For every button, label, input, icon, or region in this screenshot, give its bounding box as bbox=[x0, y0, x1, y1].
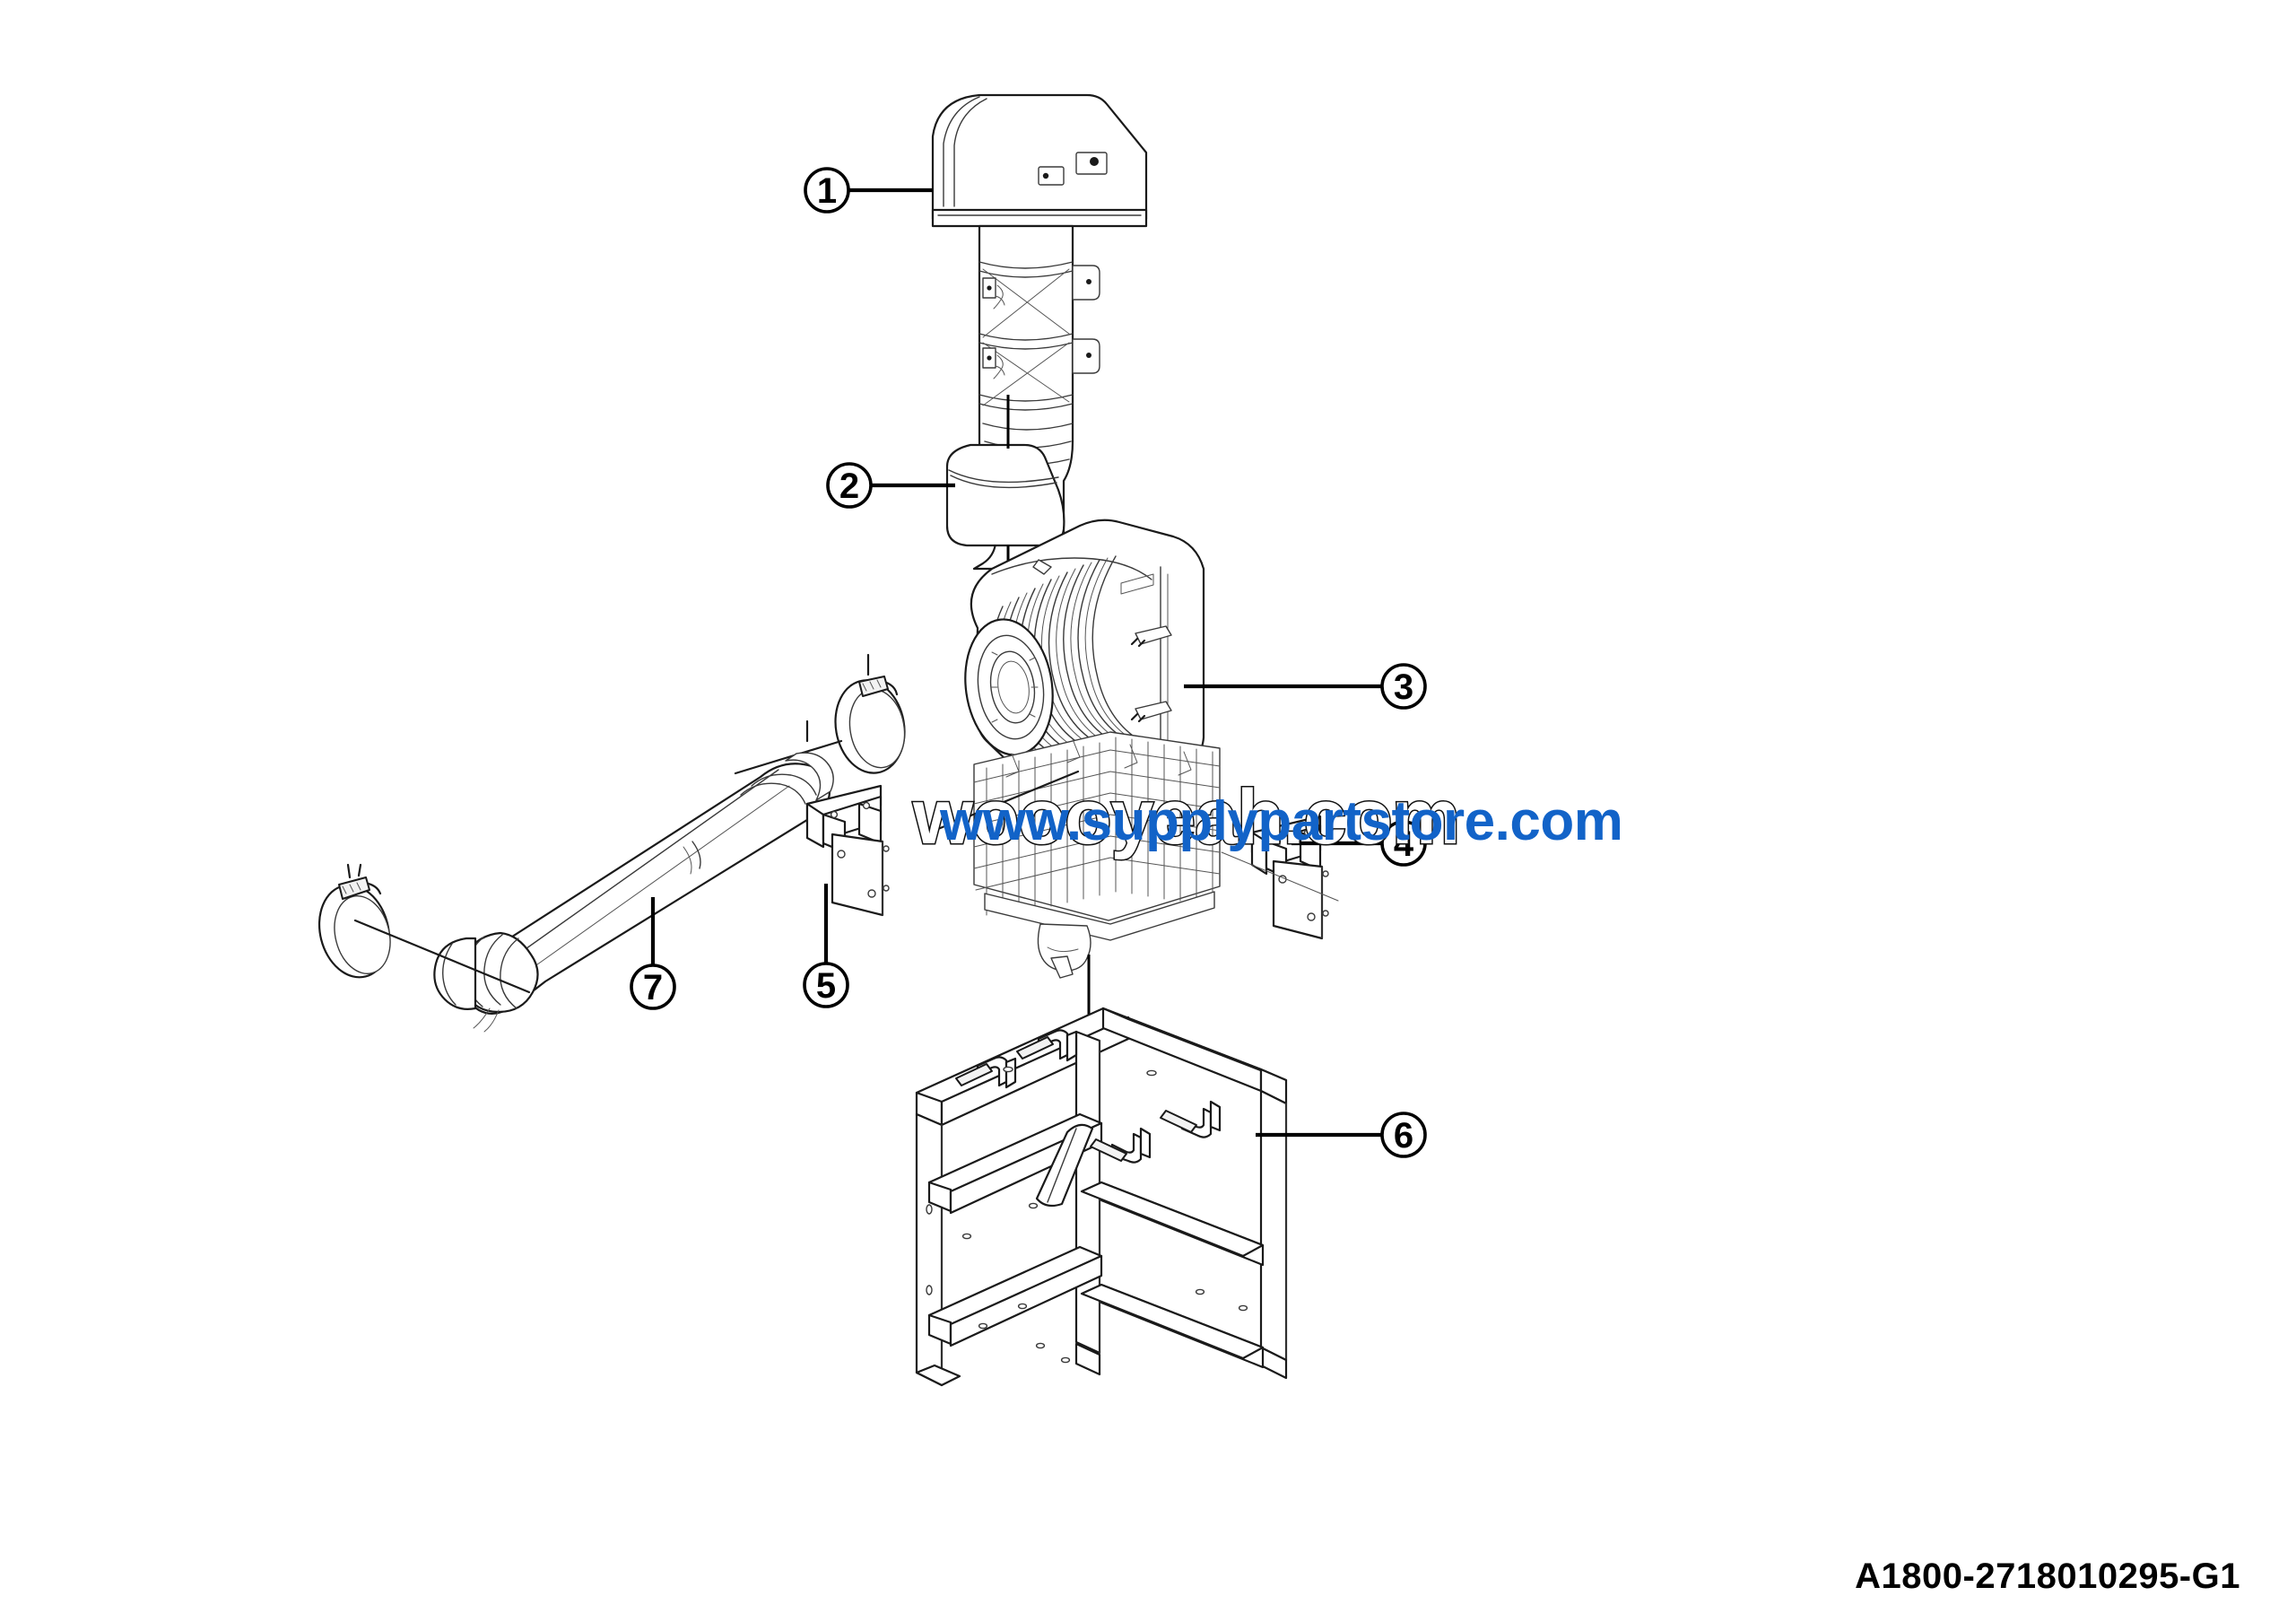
part-support-frame bbox=[915, 1007, 1288, 1387]
callout-number-1: 1 bbox=[817, 171, 837, 211]
part-number-label: A1800-2718010295-G1 bbox=[1855, 1557, 2240, 1596]
frame-clamp-saddles bbox=[955, 1029, 1222, 1164]
callout-number-7: 7 bbox=[643, 968, 663, 1007]
callout-1[interactable]: 1 bbox=[804, 167, 933, 214]
hose-clamp-upper bbox=[734, 653, 906, 775]
hose-clamp-lower bbox=[317, 863, 531, 994]
callout-bubble-3[interactable] bbox=[1380, 663, 1427, 710]
part-air-intake-hose bbox=[433, 719, 834, 1033]
part-intake-rubber-boot bbox=[945, 395, 1065, 574]
callout-bubble-7[interactable] bbox=[630, 964, 676, 1010]
part-mounting-bracket-left bbox=[805, 784, 890, 917]
callout-bubble-4[interactable] bbox=[1380, 820, 1427, 867]
callout-7[interactable]: 7 bbox=[630, 897, 676, 1010]
air-cleaner-cage bbox=[973, 731, 1221, 979]
callout-2[interactable]: 2 bbox=[826, 462, 955, 509]
part-air-cleaner-assembly bbox=[936, 519, 1221, 1026]
callout-number-3: 3 bbox=[1394, 667, 1413, 707]
callout-bubble-5[interactable] bbox=[803, 962, 849, 1008]
callout-bubble-6[interactable] bbox=[1380, 1112, 1427, 1158]
callout-5[interactable]: 5 bbox=[803, 884, 849, 1008]
callout-number-4: 4 bbox=[1394, 824, 1414, 864]
callout-number-6: 6 bbox=[1394, 1116, 1413, 1155]
callout-6[interactable]: 6 bbox=[1256, 1112, 1427, 1158]
callout-3[interactable]: 3 bbox=[1184, 663, 1427, 710]
callout-layer: 1 2 3 4 5 6 7 bbox=[630, 167, 1427, 1158]
callout-bubble-2[interactable] bbox=[826, 462, 873, 509]
part-mounting-bracket-right bbox=[1221, 815, 1339, 940]
callout-number-2: 2 bbox=[839, 467, 859, 506]
callout-4[interactable]: 4 bbox=[1292, 820, 1427, 867]
callout-number-5: 5 bbox=[816, 966, 836, 1006]
callout-bubble-1[interactable] bbox=[804, 167, 850, 214]
